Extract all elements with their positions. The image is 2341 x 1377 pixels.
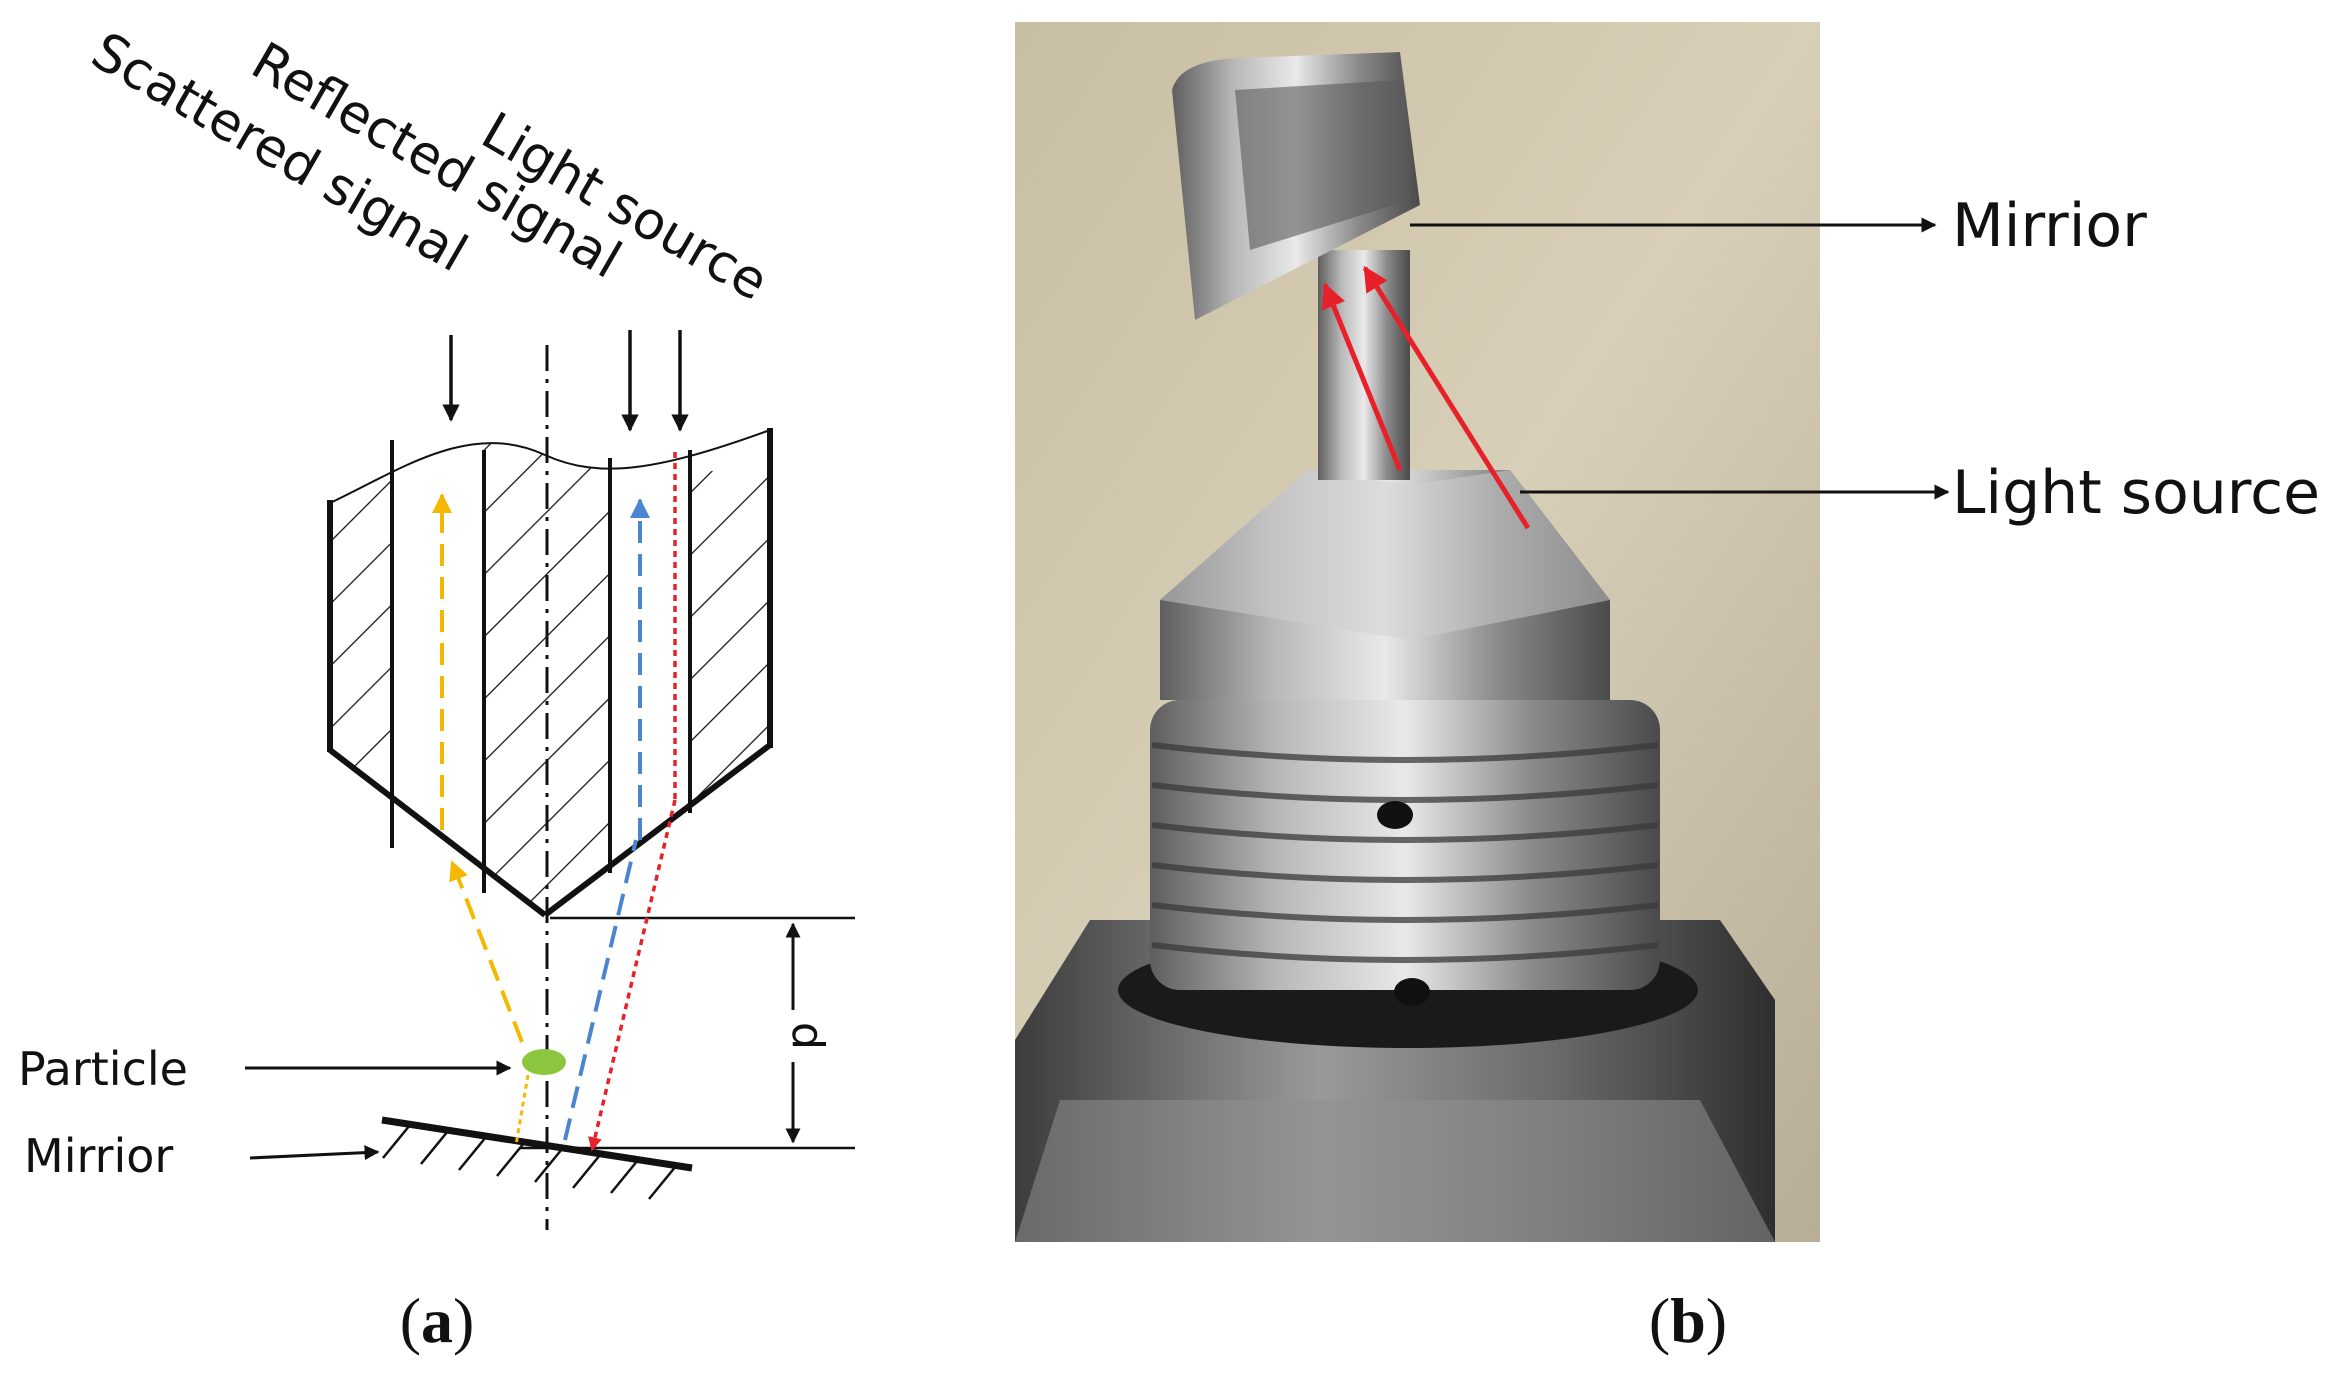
vent-hole-lower: [1394, 978, 1430, 1006]
source-path-to-mirror: [588, 799, 677, 1152]
distance-label: d: [782, 1022, 833, 1050]
scatter-path-below-particle: [514, 1074, 530, 1146]
particle: [522, 1049, 566, 1075]
probe-stem: [1318, 250, 1410, 480]
particle-label: Particle: [18, 1042, 188, 1096]
photo-red-arrow-2: [1362, 265, 1531, 530]
mirror-label-a: Mirrior: [24, 1129, 173, 1183]
thread-grooves: [1151, 742, 1659, 963]
mirror-surface: [381, 1116, 693, 1172]
panel-b-photo: Mirrior Light source (b): [1015, 22, 2320, 1356]
mirror-pointer: [249, 1145, 380, 1161]
caption-b: (b): [1649, 1285, 1727, 1356]
caption-a: (a): [400, 1285, 475, 1356]
thread-section: [1150, 700, 1660, 990]
reflected-path-from-mirror: [563, 839, 638, 1141]
photo-red-arrow-1: [1321, 282, 1403, 471]
panel-a-schematic: d Scattered signal Reflected signal: [18, 21, 855, 1356]
mirror-hatching: [382, 1124, 677, 1200]
mirror-label-b: Mirrior: [1952, 191, 2147, 261]
vent-hole-upper: [1377, 801, 1413, 829]
light-source-label-b: Light source: [1952, 458, 2320, 528]
